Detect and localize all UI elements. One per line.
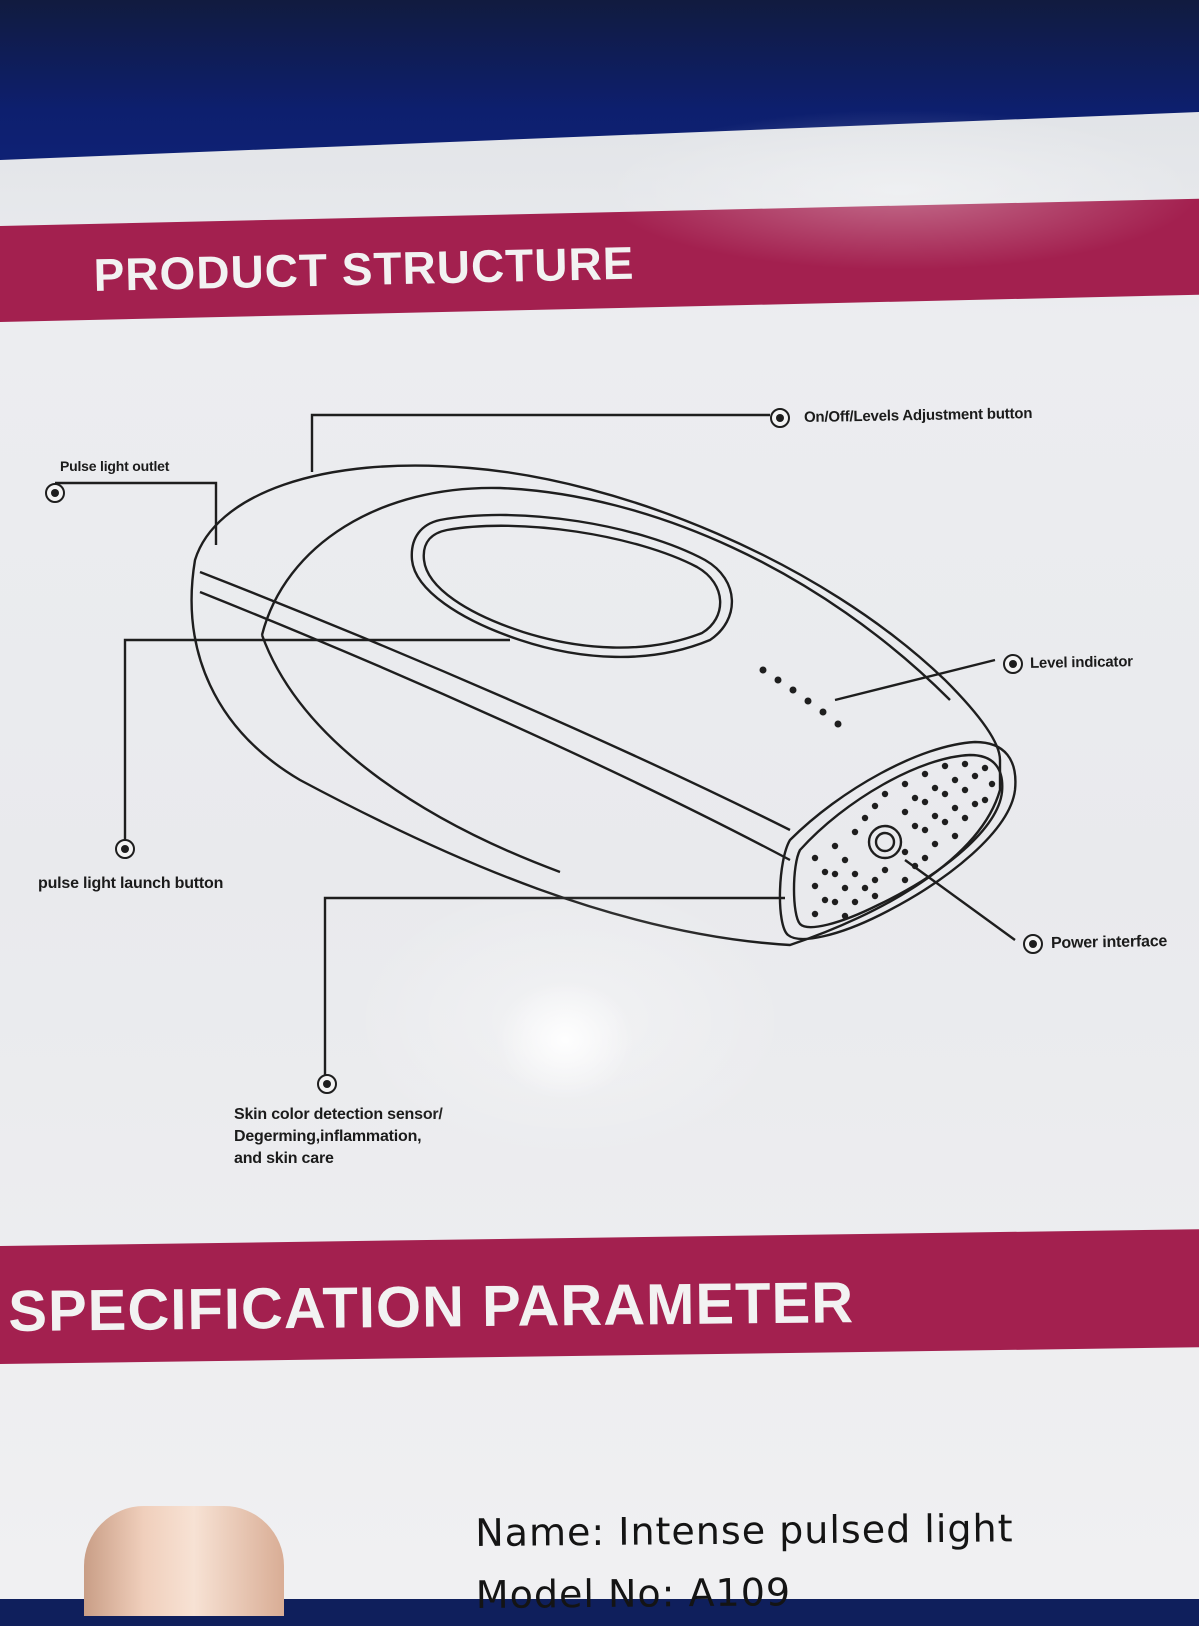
product-thumbnail [84,1506,284,1616]
label-power-interface: Power interface [1050,932,1168,953]
label-skin-color-sensor: Skin color detection sensor/ Degerming,i… [234,1104,494,1170]
pulse-window [410,513,734,659]
spec-parameters: Name: Intense pulsed light Model No: A10… [475,1497,1014,1626]
label-skin-line-3: and skin care [234,1150,334,1167]
spec-model: Model No: A109 [475,1570,792,1617]
callout-markers [45,408,1043,1094]
label-pulse-light-launch-button: pulse light launch button [38,875,224,892]
grille-dots [811,760,996,920]
label-skin-line-1: Skin color detection sensor/ [234,1106,443,1123]
section-title-specification: SPECIFICATION PARAMETER [8,1270,855,1344]
front-grille [778,740,1017,941]
spec-name: Name: Intense pulsed light [475,1506,1014,1555]
label-level-indicator: Level indicator [1029,653,1134,672]
label-skin-line-2: Degerming,inflammation, [234,1128,422,1145]
device-body-outline [190,464,1002,947]
label-pulse-light-outlet: Pulse light outlet [60,458,170,474]
level-indicator-dots [759,666,842,728]
